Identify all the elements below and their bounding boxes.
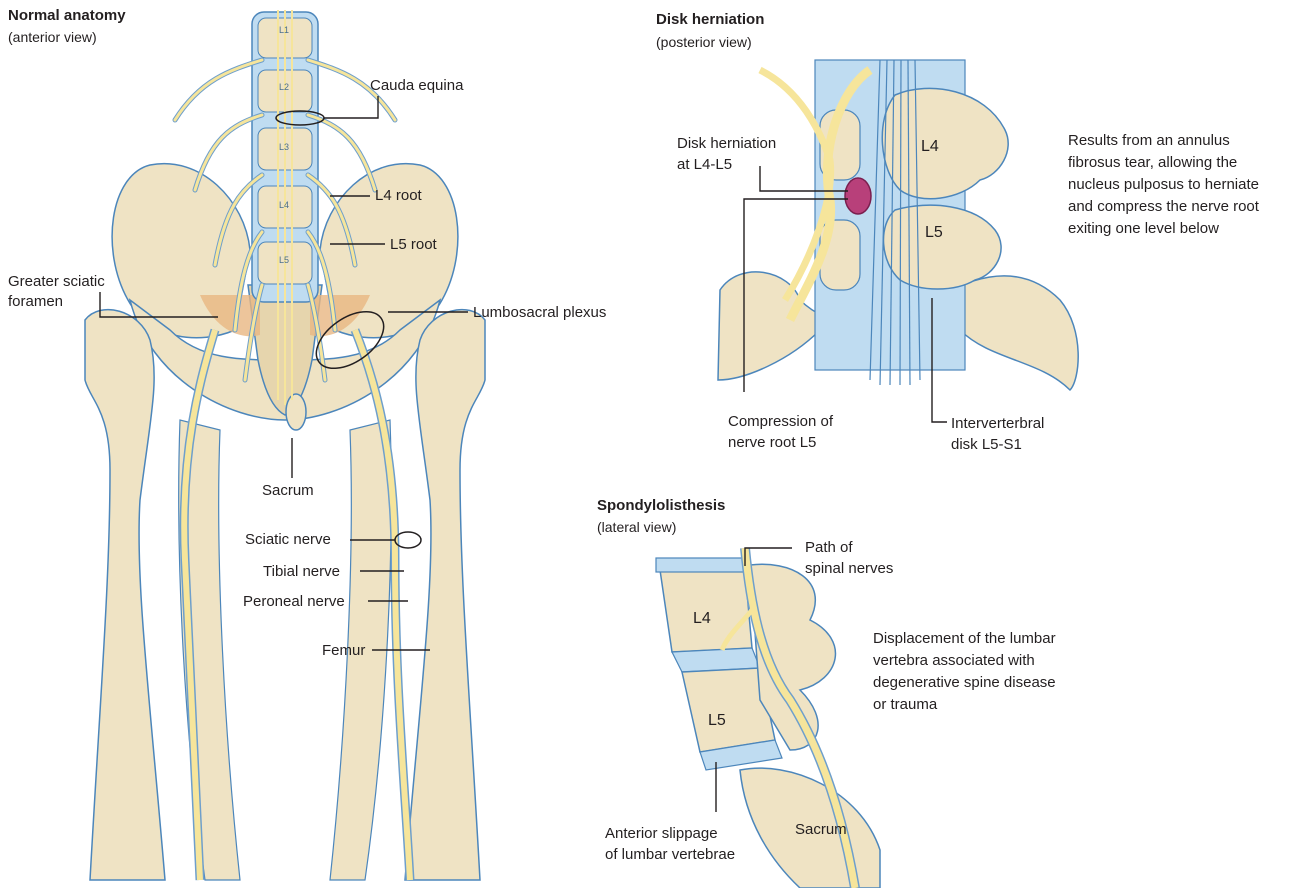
label-greater-sciatic-line2: foramen xyxy=(8,292,63,311)
vertebra-label-l1: L1 xyxy=(279,25,289,35)
spondy-description-line: vertebra associated with xyxy=(873,650,1056,672)
label-compression-line2: nerve root L5 xyxy=(728,433,816,452)
spondylolisthesis-description: Displacement of the lumbar vertebra asso… xyxy=(873,628,1056,716)
normal-subtitle: (anterior view) xyxy=(8,28,97,46)
label-herniation-l5: L5 xyxy=(925,224,943,242)
vertebra-label-l4: L4 xyxy=(279,200,289,210)
label-path-line1: Path of xyxy=(805,538,853,557)
label-l4-root: L4 root xyxy=(375,186,422,205)
label-femur: Femur xyxy=(322,641,365,660)
label-anterior-line2: of lumbar vertebrae xyxy=(605,845,735,864)
vertebra-label-l5: L5 xyxy=(279,255,289,265)
vertebra-label-l2: L2 xyxy=(279,82,289,92)
herniation-drawing xyxy=(718,60,1078,422)
spondy-description-line: or trauma xyxy=(873,694,1056,716)
herniation-l5-vertebra xyxy=(884,205,1002,289)
label-spondy-l5: L5 xyxy=(708,712,726,730)
label-anterior-line1: Anterior slippage xyxy=(605,824,718,843)
label-spondy-sacrum: Sacrum xyxy=(795,820,847,839)
left-femur xyxy=(85,310,165,880)
herniation-description: Results from an annulus fibrosus tear, a… xyxy=(1068,130,1259,240)
label-path-line2: spinal nerves xyxy=(805,559,893,578)
label-sacrum: Sacrum xyxy=(262,481,314,500)
label-spondy-l4: L4 xyxy=(693,610,711,628)
herniation-title: Disk herniation xyxy=(656,10,764,29)
label-greater-sciatic-line1: Greater sciatic xyxy=(8,272,105,291)
vertebra-label-l3: L3 xyxy=(279,142,289,152)
herniation-bulge xyxy=(845,178,871,214)
herniation-description-line: exiting one level below xyxy=(1068,218,1259,240)
label-sciatic-nerve: Sciatic nerve xyxy=(245,530,331,549)
label-compression-line1: Compression of xyxy=(728,412,833,431)
herniation-subtitle: (posterior view) xyxy=(656,33,752,51)
spondylolisthesis-title: Spondylolisthesis xyxy=(597,496,725,515)
normal-anatomy-drawing xyxy=(85,10,485,880)
label-peroneal-nerve: Peroneal nerve xyxy=(243,592,345,611)
spondylolisthesis-subtitle: (lateral view) xyxy=(597,518,676,536)
spondy-top-disk xyxy=(656,558,748,572)
label-cauda-equina: Cauda equina xyxy=(370,76,463,95)
label-l5-root: L5 root xyxy=(390,235,437,254)
herniation-description-line: Results from an annulus xyxy=(1068,130,1259,152)
normal-title: Normal anatomy xyxy=(8,6,126,25)
coccyx xyxy=(286,394,306,430)
spondy-description-line: Displacement of the lumbar xyxy=(873,628,1056,650)
label-tibial-nerve: Tibial nerve xyxy=(263,562,340,581)
right-femur xyxy=(405,310,485,880)
label-herniation-l4: L4 xyxy=(921,138,939,156)
label-interverterbral-line2: disk L5-S1 xyxy=(951,435,1022,454)
spondy-description-line: degenerative spine disease xyxy=(873,672,1056,694)
herniation-description-line: and compress the nerve root xyxy=(1068,196,1259,218)
herniation-description-line: nucleus pulposus to herniate xyxy=(1068,174,1259,196)
label-disk-herniation-line1: Disk herniation xyxy=(677,134,776,153)
label-disk-herniation-line2: at L4-L5 xyxy=(677,155,732,174)
label-interverterbral-line1: Interverterbral xyxy=(951,414,1044,433)
herniation-description-line: fibrosus tear, allowing the xyxy=(1068,152,1259,174)
label-lumbosacral-plexus: Lumbosacral plexus xyxy=(473,303,606,322)
